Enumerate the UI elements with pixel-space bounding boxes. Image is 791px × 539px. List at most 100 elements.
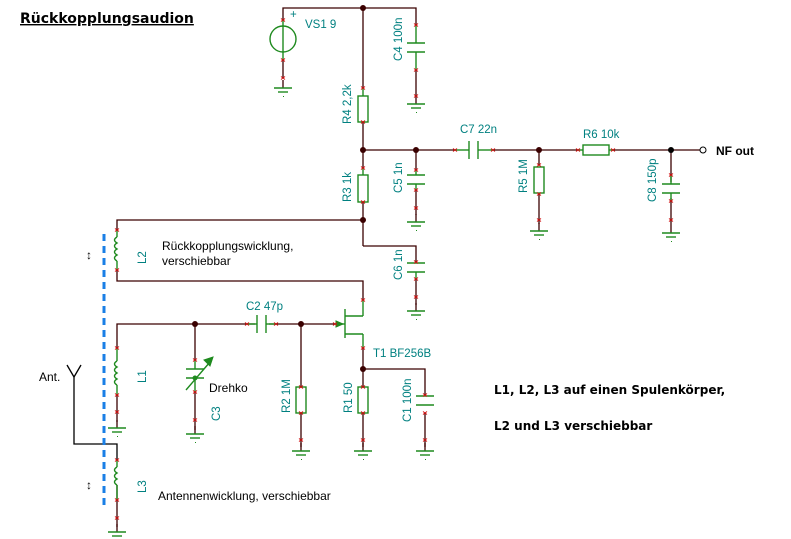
vs1-symbol: [269, 25, 297, 53]
pin-marker: [114, 516, 120, 520]
capacitor-c4: C4 100n: [393, 18, 425, 70]
pin-marker: [360, 86, 366, 90]
pin-markers: [114, 18, 674, 520]
c8-label: C8 150p: [647, 159, 659, 202]
l3-coil: [113, 466, 119, 486]
wire-l1-gate: [116, 323, 255, 348]
r4-body: [357, 95, 369, 123]
c7-label: C7 22n: [460, 124, 497, 136]
pin-marker: [298, 385, 304, 389]
pin-marker: [114, 393, 120, 397]
capacitor-c7: C7 22n: [455, 124, 497, 159]
resistor-r1: R1 50: [343, 382, 369, 414]
pin-marker: [192, 418, 198, 422]
ground-icon: [407, 96, 425, 113]
t1-label: T1 BF256B: [373, 348, 431, 360]
junction-dot: [536, 147, 542, 153]
vs1-label: VS1 9: [305, 19, 336, 31]
r1-body: [357, 386, 369, 414]
pin-marker: [114, 268, 120, 272]
move-arrow-l3-icon: ↕: [86, 478, 92, 492]
inductor-l3: L3: [113, 460, 149, 500]
junctions: [192, 5, 674, 372]
c6-label: C6 1n: [393, 249, 405, 280]
pin-marker: [114, 410, 120, 414]
pin-marker: [280, 76, 286, 80]
pin-marker: [422, 438, 428, 442]
wire-antenna: [73, 377, 118, 460]
pin-marker: [452, 148, 458, 152]
pin-marker: [413, 206, 419, 210]
variable-capacitor-c3: Drehko C3: [185, 356, 248, 421]
pin-marker: [114, 498, 120, 502]
antenna: Ant.: [39, 364, 82, 384]
junction-dot: [360, 366, 366, 372]
capacitor-c2: C2 47p: [246, 301, 283, 333]
ground-icon: [662, 225, 680, 242]
c3-arrow-head-icon: [203, 356, 214, 367]
note-line1: L1, L2, L3 auf einen Spulenkörper,: [494, 383, 725, 397]
ground-icon: [108, 420, 126, 437]
antenna-arm: [73, 364, 82, 378]
c5-label: C5 1n: [393, 162, 405, 193]
pin-marker: [360, 411, 366, 415]
junction-dot: [298, 321, 304, 327]
resistor-r4: R4 2,2k: [342, 84, 369, 124]
schematic-title: Rückkopplungsaudion: [20, 11, 194, 27]
l2-coil: [113, 236, 119, 262]
pin-marker: [332, 322, 338, 326]
antenna-arm: [66, 364, 75, 378]
l2-description-line2: verschiebbar: [162, 254, 231, 268]
r3-body: [357, 174, 369, 203]
ground-icon: [274, 80, 292, 97]
pin-marker: [114, 228, 120, 232]
pin-marker: [413, 94, 419, 98]
r5-label: R5 1M: [518, 159, 530, 193]
resistor-r3: R3 1k: [342, 168, 369, 203]
pin-marker: [360, 166, 366, 170]
capacitor-c1: C1 100n: [402, 379, 434, 422]
pin-marker: [413, 188, 419, 192]
resistor-r2: R2 1M: [281, 379, 307, 414]
pin-marker: [360, 200, 366, 204]
wire-c6-top: [363, 245, 417, 262]
ground-icon: [108, 524, 126, 537]
ground-icon: [354, 443, 372, 460]
l1-coil: [113, 360, 119, 386]
l2-description-line1: Rückkopplungswicklung,: [162, 239, 293, 253]
resistor-r6: R6 10k: [578, 129, 620, 156]
junction-dot: [360, 147, 366, 153]
pin-marker: [298, 438, 304, 442]
c3-adjust-arrow: [185, 361, 211, 391]
c1-label: C1 100n: [402, 379, 414, 422]
transistor-t1: T1 BF256B: [335, 300, 431, 360]
junction-dot: [668, 147, 674, 153]
note-line2: L2 und L3 verschiebbar: [494, 419, 652, 433]
r2-label: R2 1M: [281, 379, 293, 413]
pin-marker: [244, 322, 250, 326]
capacitor-c6: C6 1n: [393, 249, 425, 280]
junction-dot: [413, 147, 419, 153]
pin-marker: [360, 298, 366, 302]
wire-l2-drain: [116, 270, 364, 300]
output-label: NF out: [716, 144, 754, 158]
r1-label: R1 50: [343, 382, 355, 413]
pin-marker: [536, 218, 542, 222]
r5-body: [533, 166, 545, 194]
pin-marker: [273, 322, 279, 326]
pin-marker: [360, 120, 366, 124]
pin-marker: [668, 199, 674, 203]
pin-marker: [413, 168, 419, 172]
l1-label: L1: [137, 370, 149, 383]
pin-marker: [280, 58, 286, 62]
junction-dot: [192, 321, 198, 327]
pin-marker: [668, 218, 674, 222]
wire-c1-top: [363, 368, 426, 395]
pin-marker: [413, 295, 419, 299]
pin-marker: [280, 18, 286, 22]
pin-marker: [360, 346, 366, 350]
ground-icon: [292, 443, 310, 460]
pin-marker: [536, 192, 542, 196]
c2-label: C2 47p: [246, 301, 283, 313]
